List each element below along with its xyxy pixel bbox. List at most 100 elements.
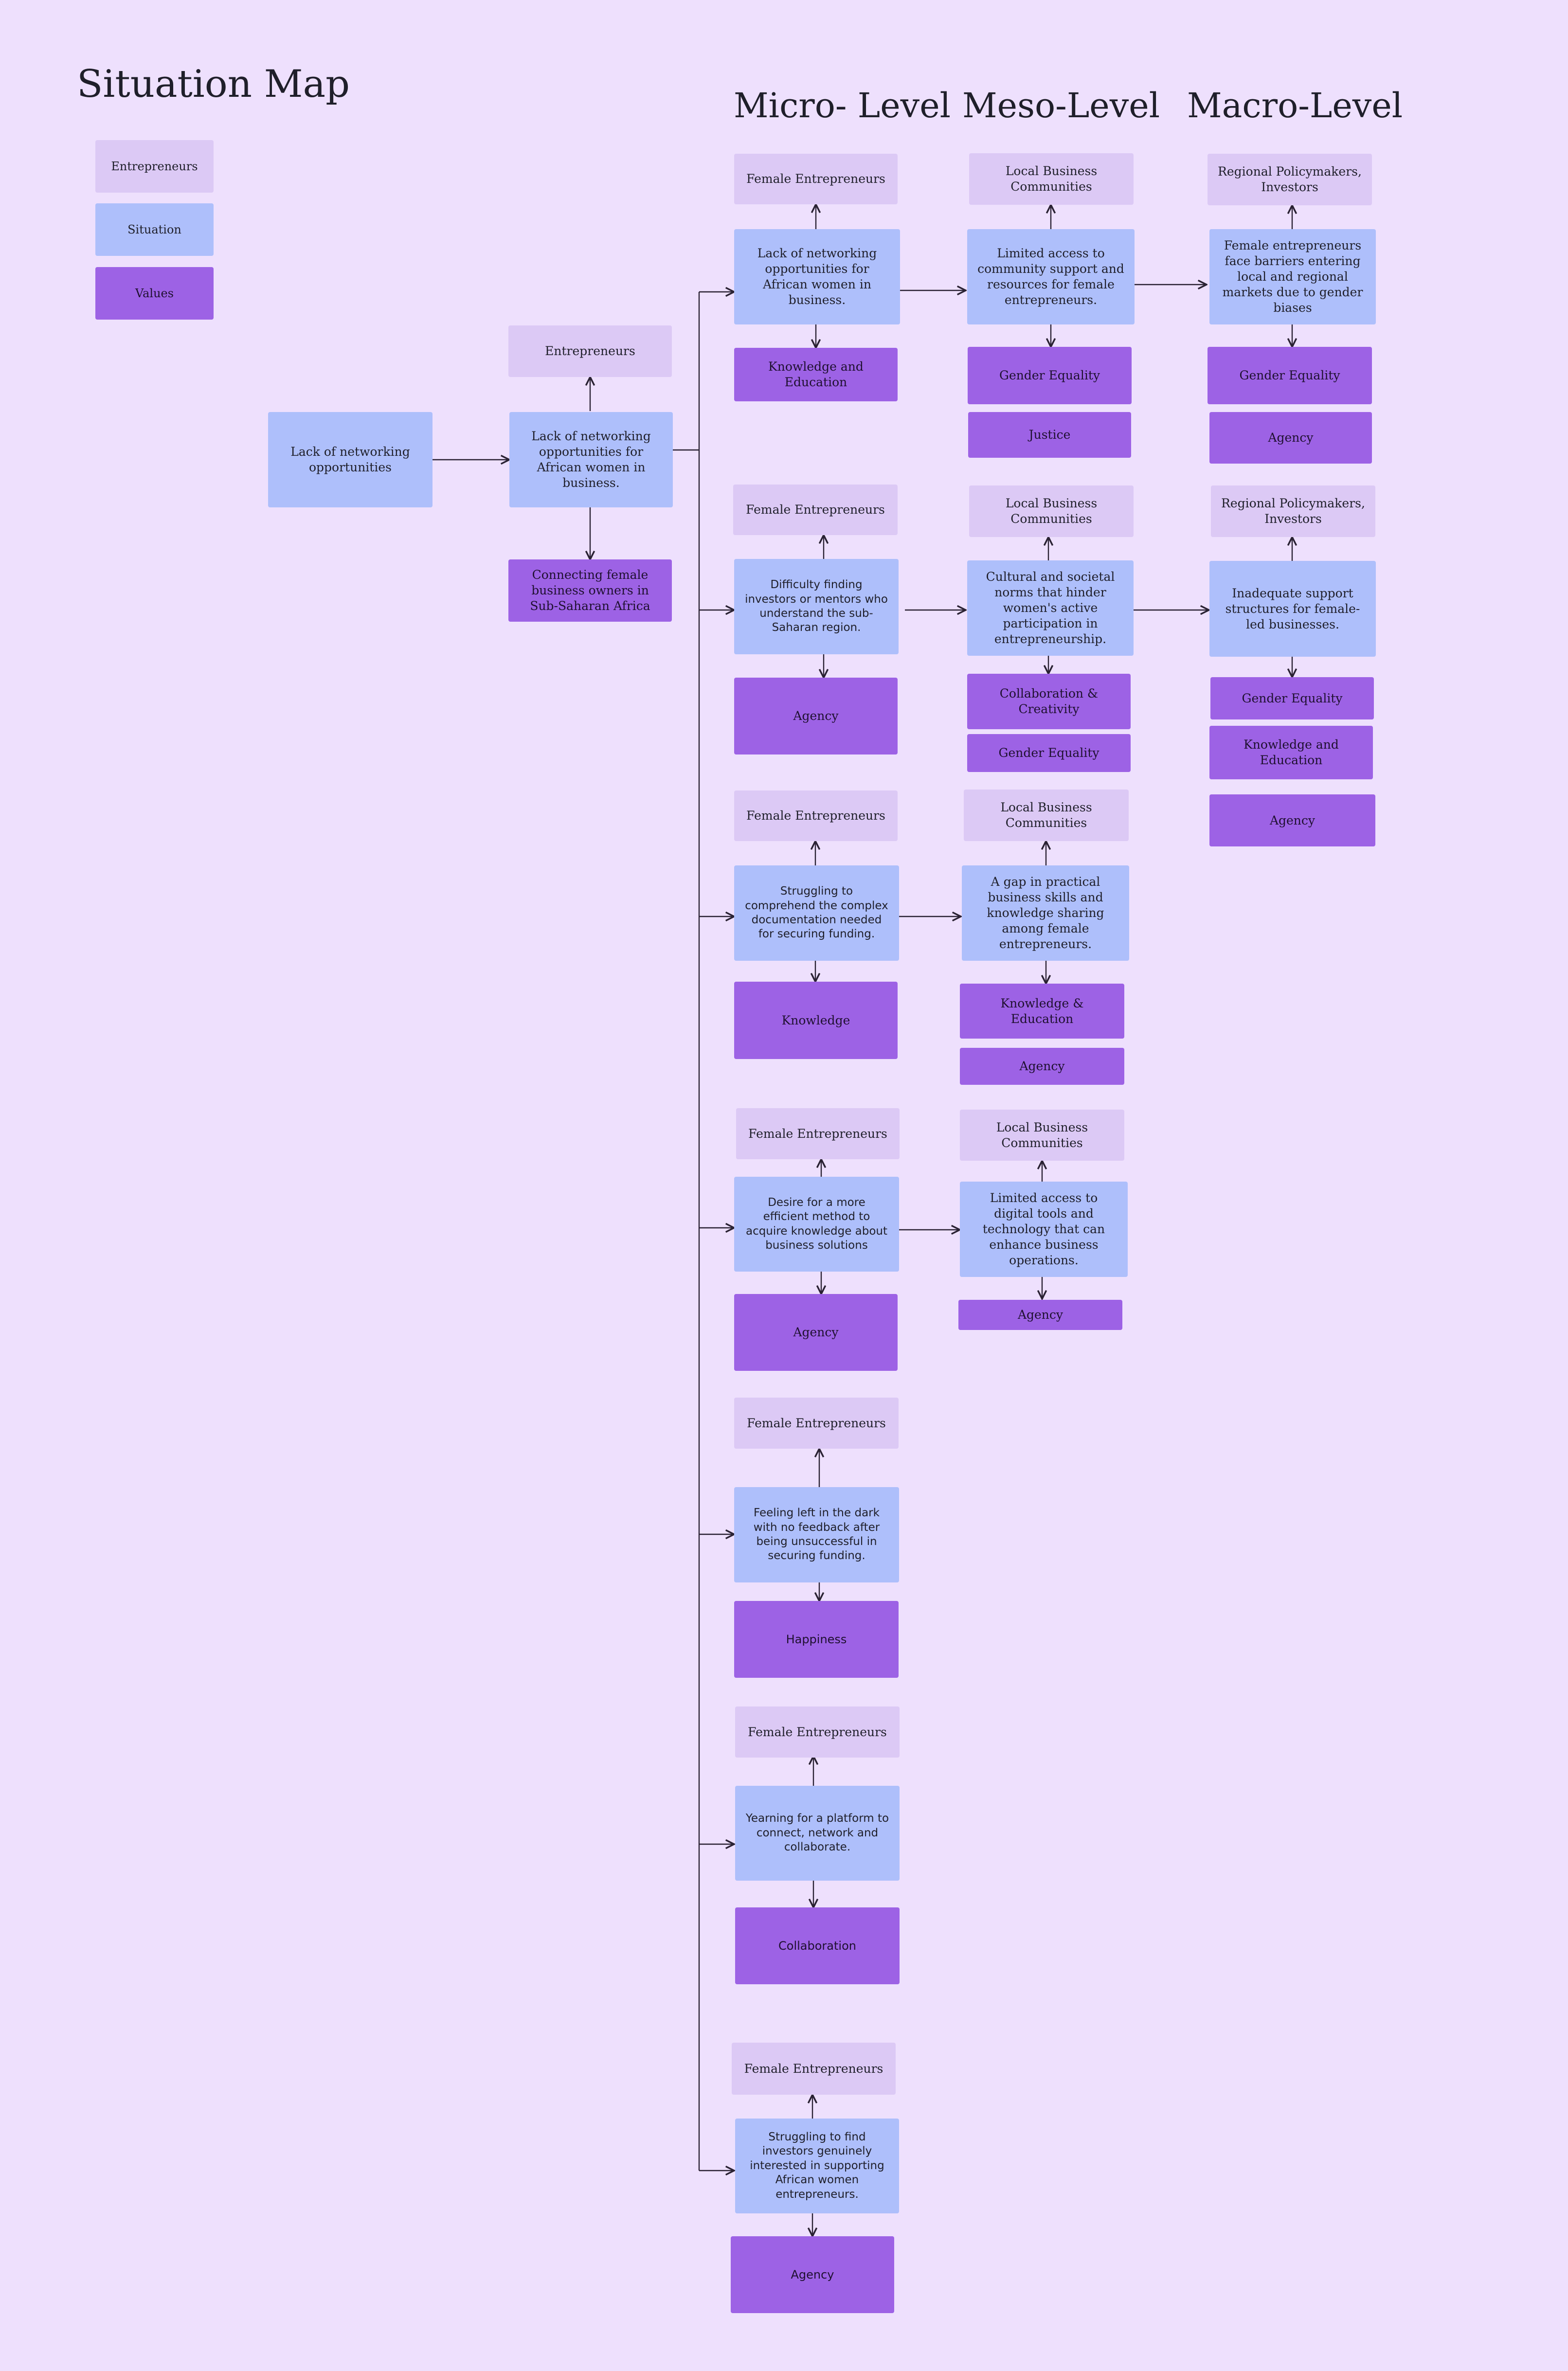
row1-meso-value-text-2: Justice xyxy=(1028,428,1071,442)
row1-macro-situation-card: Female entrepreneurs face barriers enter… xyxy=(1209,229,1376,324)
row2-meso-entrepreneurs-card: Local Business Communities xyxy=(969,485,1134,537)
row2-macro-situation-card: Inadequate support structures for female… xyxy=(1209,561,1376,657)
column-header-micro: Micro- Level xyxy=(734,86,951,126)
row2-macro-value-card: Agency xyxy=(1209,794,1375,846)
legend-values-label: Values xyxy=(135,286,174,300)
row5-micro-value-card: Happiness xyxy=(734,1601,899,1678)
row2-micro-entrepreneurs-text: Female Entrepreneurs xyxy=(746,503,885,517)
row2-macro-situation-text: Inadequate support structures for female… xyxy=(1225,586,1360,631)
row3-meso-situation-card: A gap in practical business skills and k… xyxy=(962,865,1129,961)
row1-micro-value-text: Knowledge and Education xyxy=(768,359,864,389)
hub-value-text: Connecting female business owners in Sub… xyxy=(530,568,650,613)
row2-meso-situation-card: Cultural and societal norms that hinder … xyxy=(967,560,1134,656)
row4-meso-value-card: Agency xyxy=(958,1300,1122,1330)
hub-entrepreneurs-card: Entrepreneurs xyxy=(508,325,672,377)
row7-micro-value-text: Agency xyxy=(791,2267,834,2281)
row1-micro-value-card: Knowledge and Education xyxy=(734,348,898,401)
row4-meso-entrepreneurs-card: Local Business Communities xyxy=(960,1110,1124,1161)
row2-meso-entrepreneurs-text: Local Business Communities xyxy=(1005,496,1098,526)
row1-macro-value-card: Agency xyxy=(1209,412,1372,464)
row1-macro-entrepreneurs-text: Regional Policymakers, Investors xyxy=(1218,164,1362,194)
row5-micro-entrepreneurs-text: Female Entrepreneurs xyxy=(747,1416,886,1430)
row3-meso-value-text-2: Agency xyxy=(1019,1059,1065,1073)
row1-micro-entrepreneurs-card: Female Entrepreneurs xyxy=(734,154,898,204)
row4-meso-entrepreneurs-text: Local Business Communities xyxy=(996,1120,1088,1150)
row2-macro-value-text-1: Gender Equality xyxy=(1242,691,1343,705)
row3-meso-value-card: Knowledge & Education xyxy=(960,984,1124,1039)
row7-micro-situation-card: Struggling to find investors genuinely i… xyxy=(735,2119,899,2213)
page-title: Situation Map xyxy=(77,62,350,106)
row2-macro-value-text-3: Agency xyxy=(1269,813,1316,827)
row7-micro-situation-text: Struggling to find investors genuinely i… xyxy=(750,2130,884,2201)
row4-meso-situation-text: Limited access to digital tools and tech… xyxy=(982,1191,1105,1267)
row6-micro-entrepreneurs-card: Female Entrepreneurs xyxy=(735,1706,900,1758)
row1-macro-value-card: Gender Equality xyxy=(1208,347,1372,404)
row7-micro-entrepreneurs-card: Female Entrepreneurs xyxy=(732,2043,896,2095)
row6-micro-situation-card: Yearning for a platform to connect, netw… xyxy=(735,1786,900,1881)
row3-micro-situation-text: Struggling to comprehend the complex doc… xyxy=(745,885,888,941)
row5-micro-situation-card: Feeling left in the dark with no feedbac… xyxy=(734,1487,899,1582)
root-situation-text: Lack of networking opportunities xyxy=(290,445,410,474)
row2-meso-value-card: Collaboration & Creativity xyxy=(967,674,1131,729)
row3-meso-situation-text: A gap in practical business skills and k… xyxy=(987,875,1104,951)
row3-micro-value-text: Knowledge xyxy=(781,1013,850,1027)
row1-meso-situation-card: Limited access to community support and … xyxy=(967,229,1135,324)
row1-macro-value-text-2: Agency xyxy=(1268,431,1314,445)
row3-micro-value-card: Knowledge xyxy=(734,982,898,1059)
row2-micro-value-text: Agency xyxy=(793,709,839,723)
row3-micro-entrepreneurs-card: Female Entrepreneurs xyxy=(734,790,898,841)
hub-value-card: Connecting female business owners in Sub… xyxy=(508,559,672,622)
row1-macro-entrepreneurs-card: Regional Policymakers, Investors xyxy=(1208,154,1372,205)
row3-meso-entrepreneurs-text: Local Business Communities xyxy=(1000,800,1092,830)
row1-micro-entrepreneurs-text: Female Entrepreneurs xyxy=(746,172,885,186)
row2-macro-entrepreneurs-card: Regional Policymakers, Investors xyxy=(1211,485,1375,537)
row4-micro-entrepreneurs-card: Female Entrepreneurs xyxy=(736,1108,900,1159)
row4-micro-value-text: Agency xyxy=(793,1325,839,1339)
row2-meso-situation-text: Cultural and societal norms that hinder … xyxy=(986,570,1115,646)
row6-micro-value-card: Collaboration xyxy=(735,1907,900,1984)
row4-micro-entrepreneurs-text: Female Entrepreneurs xyxy=(748,1126,887,1141)
root-situation-card: Lack of networking opportunities xyxy=(268,412,433,507)
row5-micro-value-text: Happiness xyxy=(786,1632,847,1646)
hub-entrepreneurs-text: Entrepreneurs xyxy=(545,344,635,358)
row4-micro-situation-text: Desire for a more efficient method to ac… xyxy=(745,1196,888,1252)
hub-situation-card: Lack of networking opportunities for Afr… xyxy=(509,412,673,507)
row1-meso-situation-text: Limited access to community support and … xyxy=(977,246,1124,307)
row1-meso-value-card: Gender Equality xyxy=(968,347,1132,404)
legend-situation: Situation xyxy=(95,203,214,256)
row4-micro-situation-card: Desire for a more efficient method to ac… xyxy=(734,1177,899,1272)
row2-macro-value-text-2: Knowledge and Education xyxy=(1244,737,1339,767)
row2-meso-value-card: Gender Equality xyxy=(967,734,1131,772)
row2-macro-value-card: Gender Equality xyxy=(1210,677,1374,719)
row7-micro-value-card: Agency xyxy=(731,2236,894,2313)
row1-meso-entrepreneurs-text: Local Business Communities xyxy=(1005,164,1098,194)
row4-micro-value-card: Agency xyxy=(734,1294,898,1371)
row2-micro-situation-card: Difficulty finding investors or mentors … xyxy=(734,559,899,654)
row1-macro-situation-text: Female entrepreneurs face barriers enter… xyxy=(1222,238,1363,315)
row6-micro-value-text: Collaboration xyxy=(778,1939,856,1953)
row3-micro-situation-card: Struggling to comprehend the complex doc… xyxy=(734,865,899,961)
row1-meso-value-card: Justice xyxy=(968,412,1131,458)
row1-macro-value-text-1: Gender Equality xyxy=(1239,368,1340,382)
row2-macro-entrepreneurs-text: Regional Policymakers, Investors xyxy=(1221,496,1365,526)
legend-entrepreneurs-label: Entrepreneurs xyxy=(111,159,198,173)
row1-meso-value-text-1: Gender Equality xyxy=(999,368,1100,382)
legend-values: Values xyxy=(95,267,214,320)
row3-meso-entrepreneurs-card: Local Business Communities xyxy=(964,790,1129,841)
row3-meso-value-text-1: Knowledge & Education xyxy=(1000,996,1084,1026)
row2-meso-value-text-1: Collaboration & Creativity xyxy=(999,686,1099,716)
row2-micro-situation-text: Difficulty finding investors or mentors … xyxy=(745,578,888,634)
row2-meso-value-text-2: Gender Equality xyxy=(998,746,1099,760)
row2-macro-value-card: Knowledge and Education xyxy=(1209,726,1373,779)
legend-situation-label: Situation xyxy=(127,222,181,236)
row2-micro-value-card: Agency xyxy=(734,678,898,754)
column-header-macro: Macro-Level xyxy=(1187,86,1403,126)
row6-micro-situation-text: Yearning for a platform to connect, netw… xyxy=(745,1812,889,1854)
row5-micro-situation-text: Feeling left in the dark with no feedbac… xyxy=(753,1507,880,1563)
row1-meso-entrepreneurs-card: Local Business Communities xyxy=(969,153,1134,205)
row2-micro-entrepreneurs-card: Female Entrepreneurs xyxy=(733,485,898,535)
row3-micro-entrepreneurs-text: Female Entrepreneurs xyxy=(746,808,885,823)
column-header-meso: Meso-Level xyxy=(962,86,1160,126)
row1-micro-situation-text: Lack of networking opportunities for Afr… xyxy=(757,246,877,307)
